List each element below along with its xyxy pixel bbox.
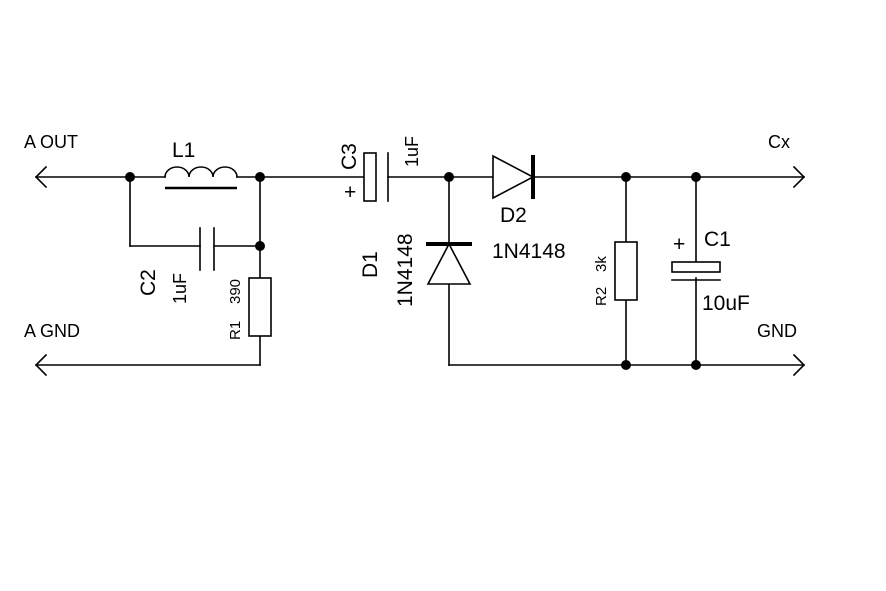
c2-value-label: 1uF (170, 273, 190, 304)
arrow-a-gnd (34, 353, 48, 377)
r1-value-label: 390 (227, 279, 244, 304)
arrow-cx (792, 165, 806, 189)
arrow-a-out (34, 165, 48, 189)
junction-dot (621, 360, 631, 370)
arrow-gnd (792, 353, 806, 377)
resistor-r1 (248, 277, 272, 337)
c2-ref-label: C2 (137, 269, 160, 296)
r2-value-label: 3k (593, 256, 610, 272)
c3-value-label: 1uF (402, 136, 422, 167)
capacitor-c3 (363, 152, 389, 202)
junction-dot (691, 172, 701, 182)
diode-d2 (492, 154, 535, 200)
c3-polarity-label: + (344, 181, 356, 204)
port-arrows (34, 165, 806, 377)
diode-d1-body (426, 242, 472, 285)
capacitor-c1 (671, 261, 721, 281)
d1-ref-label: D1 (359, 251, 382, 278)
port-label-a-gnd: A GND (24, 321, 80, 341)
diode-d2-body (492, 154, 535, 200)
port-label-a-out: A OUT (24, 132, 78, 152)
junction-dot (444, 172, 454, 182)
junctions (125, 172, 701, 370)
c1-ref-label: C1 (704, 228, 731, 251)
capacitor-c1-plate-positive (671, 261, 721, 273)
inductor-l1-coil (164, 166, 238, 178)
l1-ref-label: L1 (172, 139, 195, 162)
capacitor-c3-plate-positive (363, 152, 377, 202)
d1-value-label: 1N4148 (394, 233, 417, 307)
c3-ref-label: C3 (338, 143, 361, 170)
r1-ref-label: R1 (227, 321, 244, 340)
d2-ref-label: D2 (500, 204, 527, 227)
d2-value-label: 1N4148 (492, 240, 566, 263)
junction-dot (691, 360, 701, 370)
capacitor-c2 (199, 227, 215, 271)
c1-value-label: 10uF (702, 292, 750, 315)
junction-dot (125, 172, 135, 182)
r2-ref-label: R2 (593, 287, 610, 306)
diode-d1 (426, 242, 472, 285)
resistor-r2 (614, 241, 638, 301)
junction-dot (255, 241, 265, 251)
port-label-cx: Cx (768, 132, 790, 152)
c1-polarity-label: + (673, 233, 685, 256)
junction-dot (255, 172, 265, 182)
inductor-l1 (164, 166, 238, 190)
junction-dot (621, 172, 631, 182)
port-label-gnd: GND (757, 321, 797, 341)
